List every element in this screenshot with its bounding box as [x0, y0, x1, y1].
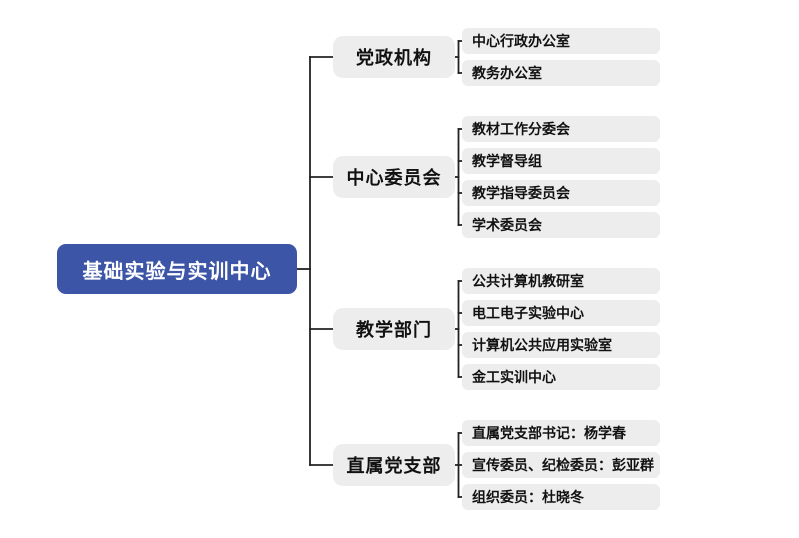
branch-node[interactable]: 党政机构	[333, 36, 455, 78]
child-node[interactable]: 学术委员会	[462, 212, 660, 238]
branch-children: 直属党支部书记：杨学春宣传委员、纪检委员：彭亚群组织委员：杜晓冬	[462, 420, 660, 510]
branch-children: 公共计算机教研室电工电子实验中心计算机公共应用实验室金工实训中心	[462, 268, 660, 390]
child-node[interactable]: 教学指导委员会	[462, 180, 660, 206]
branch-node[interactable]: 中心委员会	[333, 156, 455, 198]
branch-group: 教学部门公共计算机教研室电工电子实验中心计算机公共应用实验室金工实训中心	[333, 268, 660, 390]
child-node[interactable]: 教务办公室	[462, 60, 660, 86]
branch-group: 党政机构中心行政办公室教务办公室	[333, 28, 660, 86]
child-node[interactable]: 教材工作分委会	[462, 116, 660, 142]
branch-node[interactable]: 直属党支部	[333, 444, 455, 486]
child-node[interactable]: 计算机公共应用实验室	[462, 332, 660, 358]
branch-node[interactable]: 教学部门	[333, 308, 455, 350]
chart-layout: 基础实验与实训中心 党政机构中心行政办公室教务办公室中心委员会教材工作分委会教学…	[57, 0, 660, 538]
root-node[interactable]: 基础实验与实训中心	[57, 244, 297, 294]
branch-children: 中心行政办公室教务办公室	[462, 28, 660, 86]
branch-group: 直属党支部直属党支部书记：杨学春宣传委员、纪检委员：彭亚群组织委员：杜晓冬	[333, 420, 660, 510]
child-node[interactable]: 电工电子实验中心	[462, 300, 660, 326]
branches-column: 党政机构中心行政办公室教务办公室中心委员会教材工作分委会教学督导组教学指导委员会…	[333, 28, 660, 510]
child-node[interactable]: 教学督导组	[462, 148, 660, 174]
child-node[interactable]: 公共计算机教研室	[462, 268, 660, 294]
child-node[interactable]: 宣传委员、纪检委员：彭亚群	[462, 452, 660, 478]
child-node[interactable]: 金工实训中心	[462, 364, 660, 390]
child-node[interactable]: 组织委员：杜晓冬	[462, 484, 660, 510]
branch-children: 教材工作分委会教学督导组教学指导委员会学术委员会	[462, 116, 660, 238]
child-node[interactable]: 中心行政办公室	[462, 28, 660, 54]
branch-group: 中心委员会教材工作分委会教学督导组教学指导委员会学术委员会	[333, 116, 660, 238]
child-node[interactable]: 直属党支部书记：杨学春	[462, 420, 660, 446]
